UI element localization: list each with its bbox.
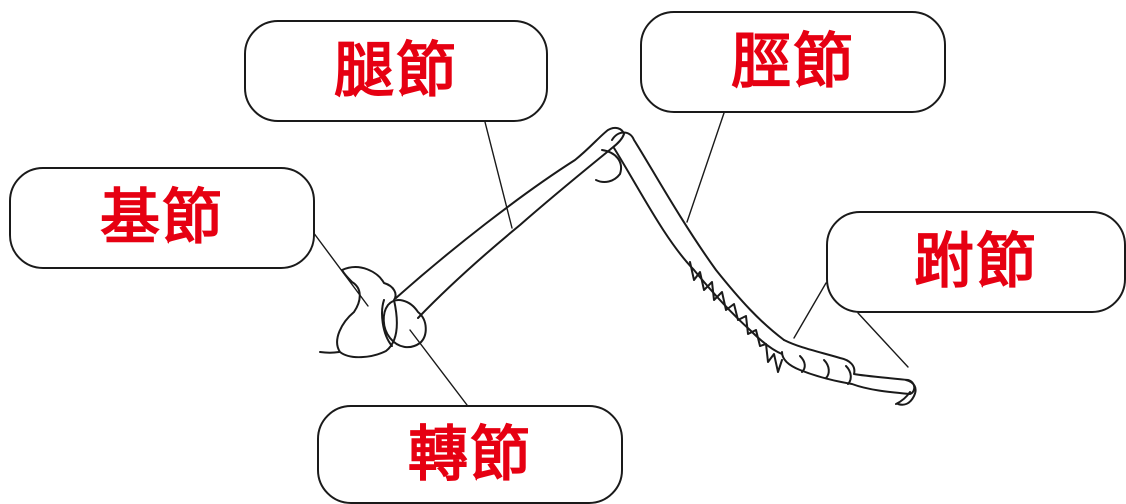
label-box-trochanter: 轉節 (317, 405, 623, 504)
femur-segment (395, 126, 625, 319)
label-box-femur: 腿節 (244, 20, 548, 122)
leader-line-tarsus-1 (793, 282, 827, 339)
leader-line-trochanter (409, 329, 468, 406)
tarsus-segment (781, 339, 917, 406)
coxa-segment (319, 266, 398, 359)
leader-lines (312, 112, 909, 406)
label-box-coxa: 基節 (9, 167, 315, 269)
leader-line-tibia (686, 112, 725, 223)
label-trochanter: 轉節 (408, 419, 532, 490)
leader-line-tarsus-2 (857, 312, 909, 368)
trochanter-segment (381, 299, 427, 349)
leader-line-femur (484, 121, 513, 229)
label-coxa: 基節 (100, 183, 224, 253)
label-box-tibia: 脛節 (640, 11, 946, 113)
tibia-segment (611, 131, 785, 373)
label-tibia: 脛節 (731, 27, 855, 97)
label-box-tarsus: 跗節 (826, 211, 1126, 313)
label-tarsus: 跗節 (914, 227, 1038, 297)
label-femur: 腿節 (334, 36, 458, 106)
